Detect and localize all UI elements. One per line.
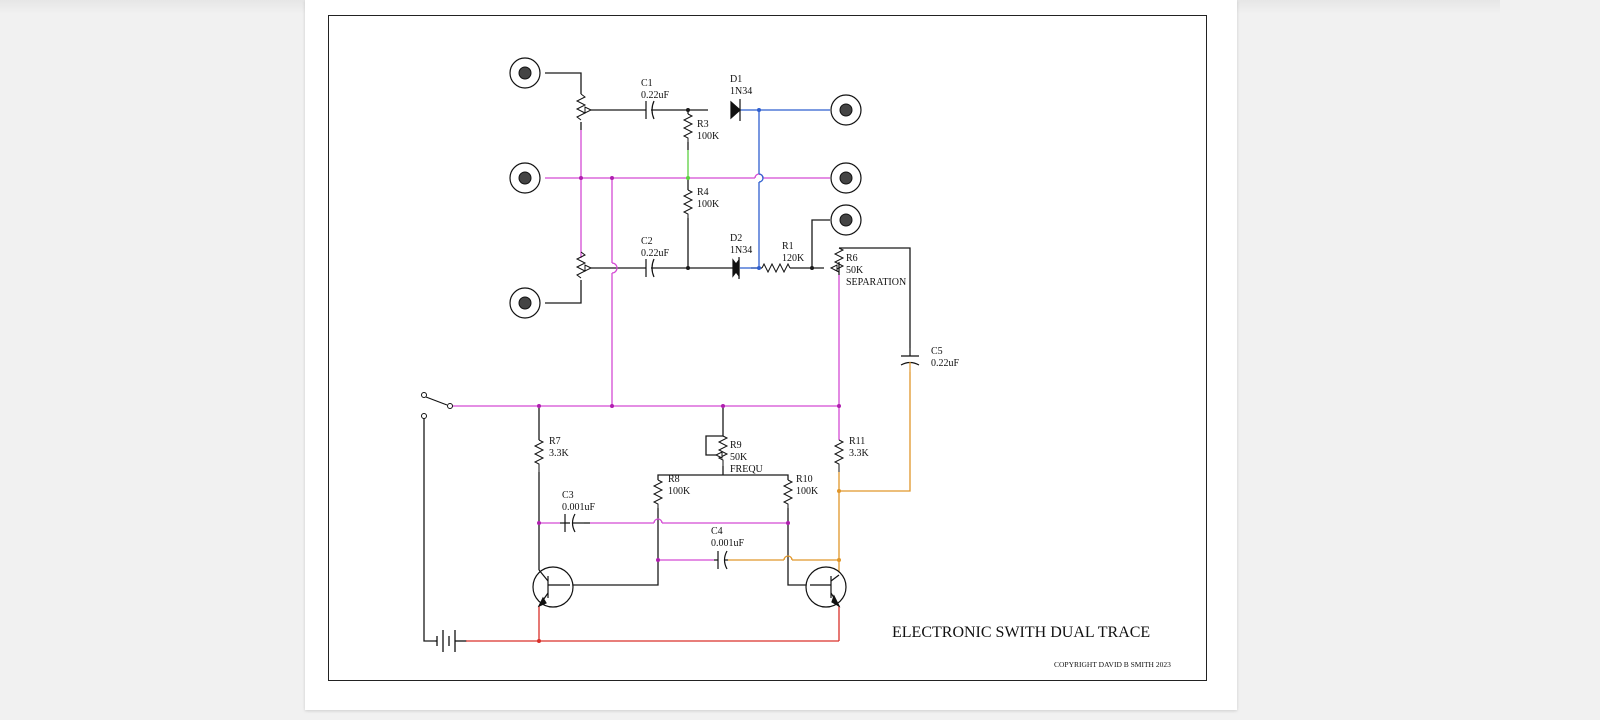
d2-value: 1N34 — [730, 245, 752, 256]
d1-symbol — [730, 99, 741, 121]
power-switch[interactable] — [421, 392, 453, 419]
c5-symbol — [900, 348, 920, 372]
r10-symbol — [782, 479, 794, 508]
document-page — [305, 0, 1237, 710]
q1-transistor — [532, 566, 574, 608]
c4-value: 0.001uF — [711, 538, 745, 549]
jack-ground-in — [509, 162, 541, 194]
blue-wires — [740, 109, 830, 269]
capacitors — [560, 100, 920, 570]
c5-value: 0.22uF — [931, 358, 960, 369]
copyright-note: COPYRIGHT DAVID B SMITH 2023 — [1054, 660, 1171, 669]
c3-ref: C3 — [562, 490, 574, 501]
r3-ref: R3 — [697, 119, 709, 130]
jack-ch1-in — [509, 57, 541, 89]
r10-value: 100K — [796, 486, 819, 497]
r9-ref: R9 — [730, 440, 742, 451]
black-wires — [423, 72, 911, 642]
drawing-frame — [328, 15, 1207, 681]
r7-symbol — [533, 439, 545, 472]
jack-scope-out — [830, 94, 862, 126]
resistors — [533, 113, 845, 508]
q2-transistor — [805, 566, 847, 608]
r11-value: 3.3K — [849, 448, 870, 459]
r6-name: SEPARATION — [846, 277, 906, 288]
c2-value: 0.22uF — [641, 248, 670, 259]
r9-value: 50K — [730, 452, 748, 463]
r3-value: 100K — [697, 131, 720, 142]
component-labels: C1 0.22uF D1 1N34 R3 100K R4 100K C2 0.2… — [549, 74, 960, 549]
r4-ref: R4 — [697, 187, 709, 198]
d2-symbol — [732, 257, 740, 279]
d1-ref: D1 — [730, 74, 742, 85]
c1-value: 0.22uF — [641, 90, 670, 101]
r1-symbol — [761, 262, 791, 274]
red-wires — [466, 606, 840, 642]
r9-name: FREQU — [730, 464, 764, 475]
battery-icon — [435, 630, 466, 652]
r6-ref: R6 — [846, 253, 858, 264]
c1-ref: C1 — [641, 78, 653, 89]
jack-ground-out — [830, 162, 862, 194]
r4-value: 100K — [697, 199, 720, 210]
junction-dots — [537, 108, 841, 643]
r11-symbol — [833, 439, 845, 472]
r9-symbol — [717, 435, 729, 466]
magenta-wires — [450, 130, 840, 561]
d2-ref: D2 — [730, 233, 742, 244]
r8-ref: R8 — [668, 474, 680, 485]
diagram-title: ELECTRONIC SWITH DUAL TRACE — [892, 624, 1150, 641]
c2-symbol — [643, 258, 655, 278]
diodes — [730, 99, 741, 279]
d1-value: 1N34 — [730, 86, 752, 97]
r10-ref: R10 — [796, 474, 813, 485]
c5-ref: C5 — [931, 346, 943, 357]
c4-ref: C4 — [711, 526, 723, 537]
r3-symbol — [682, 113, 694, 142]
input-pots — [575, 93, 593, 279]
r7-ref: R7 — [549, 436, 561, 447]
r8-value: 100K — [668, 486, 691, 497]
r6-value: 50K — [846, 265, 864, 276]
c4-symbol — [714, 550, 728, 570]
c3-value: 0.001uF — [562, 502, 596, 513]
r4-symbol — [682, 189, 694, 218]
transistors — [532, 566, 847, 608]
r8-symbol — [652, 479, 664, 508]
input-output-jacks — [509, 57, 862, 319]
orange-wires — [728, 372, 911, 575]
r1-value: 120K — [782, 253, 805, 264]
c1-symbol — [643, 100, 655, 120]
jack-sync-out — [830, 204, 862, 236]
r7-value: 3.3K — [549, 448, 570, 459]
c3-symbol — [560, 513, 584, 533]
c2-ref: C2 — [641, 236, 653, 247]
r1-ref: R1 — [782, 241, 794, 252]
jack-ch2-in — [509, 287, 541, 319]
r11-ref: R11 — [849, 436, 865, 447]
